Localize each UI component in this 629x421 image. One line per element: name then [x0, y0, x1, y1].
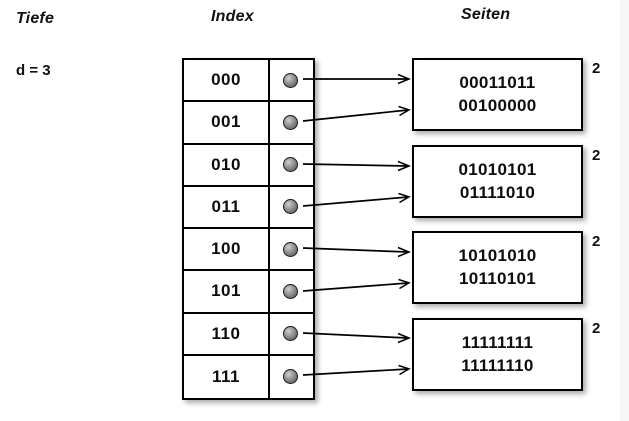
table-row: 100	[184, 229, 313, 272]
index-key: 010	[184, 144, 270, 185]
index-pointer-cell	[270, 145, 313, 185]
page-local-depth: 2	[592, 233, 601, 250]
page-box: 01010101 01111010	[412, 145, 583, 218]
pointer-dot-icon	[283, 199, 298, 215]
index-key: 001	[184, 102, 270, 143]
index-pointer-cell	[270, 229, 313, 269]
connector-line	[302, 109, 409, 122]
page-local-depth: 2	[592, 60, 601, 77]
page-record: 10110101	[458, 268, 537, 288]
arrowhead	[398, 278, 411, 290]
index-pointer-cell	[270, 187, 313, 227]
connector-line	[302, 196, 409, 207]
page-record: 01010101	[458, 160, 537, 180]
arrowhead	[398, 192, 411, 204]
index-key: 101	[184, 271, 270, 312]
index-pointer-cell	[270, 356, 313, 398]
index-key: 100	[184, 229, 270, 270]
index-directory-table: 000 001 010 011 100	[182, 58, 315, 400]
column-header-index: Index	[211, 8, 254, 25]
page-box: 10101010 10110101	[412, 231, 583, 304]
page-record: 01111010	[459, 182, 536, 202]
arrowhead	[398, 364, 411, 376]
table-row: 001	[184, 102, 313, 145]
connector-line	[302, 163, 409, 167]
pointer-dot-icon	[283, 72, 298, 88]
arrowhead	[397, 246, 411, 258]
column-header-depth: Tiefe	[16, 10, 55, 27]
page-local-depth: 2	[592, 320, 601, 337]
table-row: 111	[184, 355, 313, 398]
pointer-dot-icon	[283, 157, 298, 173]
page-box: 00011011 00100000	[412, 58, 583, 131]
right-edge-band	[620, 0, 629, 421]
index-pointer-cell	[270, 271, 313, 311]
page-box: 11111111 11111110	[412, 318, 583, 391]
page-record: 00100000	[458, 95, 537, 115]
pointer-dot-icon	[283, 326, 298, 342]
index-key: 000	[184, 60, 270, 101]
arrowhead	[398, 105, 411, 117]
index-key: 011	[184, 186, 270, 227]
index-key: 110	[184, 313, 270, 354]
table-row: 010	[184, 144, 313, 187]
arrowhead	[397, 73, 411, 85]
connector-line	[302, 332, 409, 339]
pointer-dot-icon	[283, 114, 298, 130]
arrowhead	[397, 160, 411, 172]
index-key: 111	[184, 355, 270, 398]
page-local-depth: 2	[592, 147, 601, 164]
column-header-pages: Seiten	[461, 6, 511, 23]
global-depth-value: d = 3	[16, 62, 51, 79]
connector-line	[302, 368, 409, 376]
connector-line	[302, 247, 409, 253]
connector-line	[302, 282, 409, 292]
pointer-dot-icon	[283, 283, 298, 299]
pointer-dot-icon	[283, 241, 298, 257]
pointer-dot-icon	[283, 369, 298, 385]
page-record: 00011011	[459, 73, 536, 93]
table-row: 101	[184, 271, 313, 314]
page-record: 10101010	[458, 246, 537, 266]
table-row: 011	[184, 186, 313, 229]
index-pointer-cell	[270, 60, 313, 100]
page-record: 11111111	[461, 333, 534, 353]
table-row: 000	[184, 60, 313, 103]
index-pointer-cell	[270, 102, 313, 142]
arrowhead	[397, 332, 411, 344]
table-row: 110	[184, 313, 313, 356]
index-pointer-cell	[270, 314, 313, 354]
page-record: 11111110	[461, 355, 534, 375]
